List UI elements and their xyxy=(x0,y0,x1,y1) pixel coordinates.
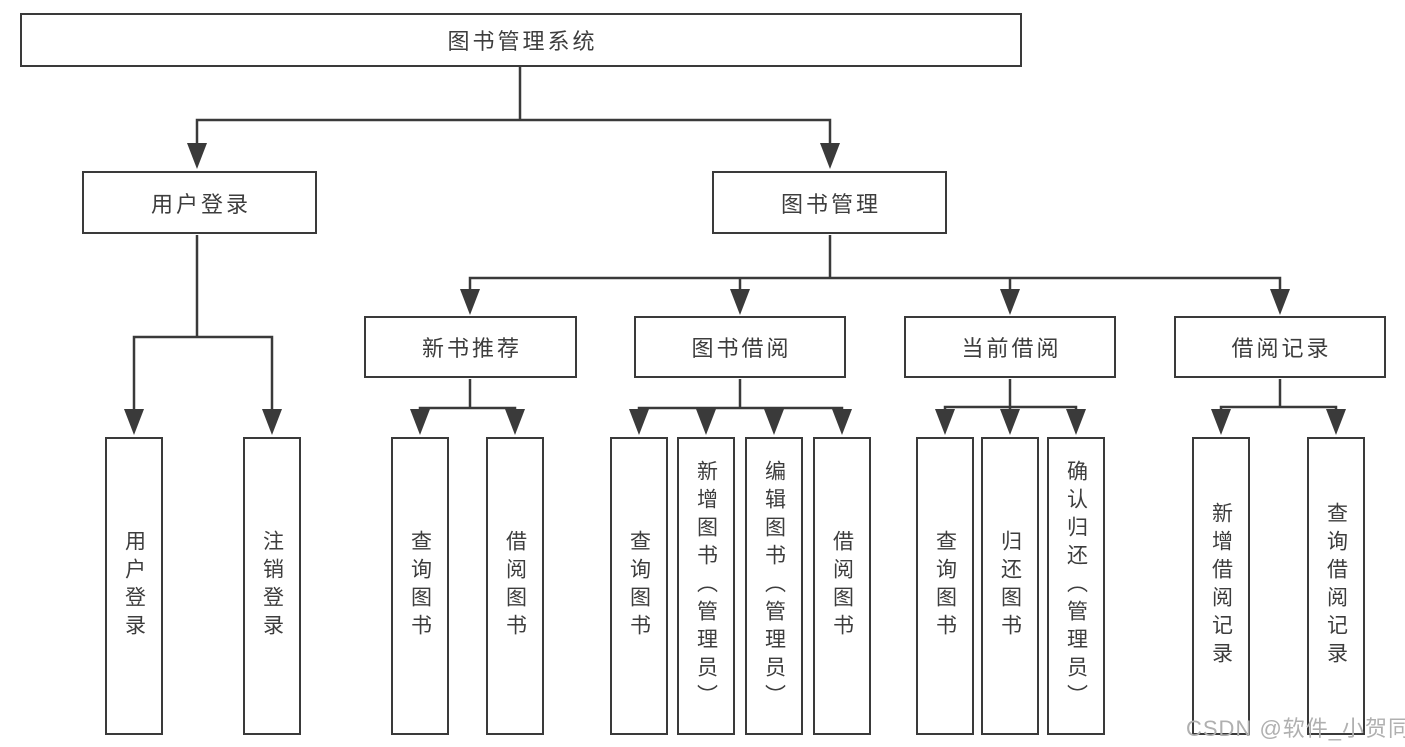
leaf-borrowing-add-books-admin: 新增图书（管理员） xyxy=(677,437,735,735)
leaf-current-return-books: 归还图书 xyxy=(981,437,1039,735)
node-label: 图书借阅 xyxy=(691,336,792,361)
leaf-label: 查询图书 xyxy=(408,530,432,642)
node-book-management: 图书管理 xyxy=(712,171,947,234)
node-new-book-recommend: 新书推荐 xyxy=(364,316,577,378)
leaf-label: 确认归还（管理员） xyxy=(1064,460,1088,712)
leaf-records-add-record: 新增借阅记录 xyxy=(1192,437,1250,735)
leaf-label: 查询借阅记录 xyxy=(1324,502,1348,670)
leaf-label: 用户登录 xyxy=(122,530,146,642)
leaf-borrowing-query-books: 查询图书 xyxy=(610,437,668,735)
leaf-label: 借阅图书 xyxy=(830,530,854,642)
node-label: 新书推荐 xyxy=(421,336,522,361)
leaf-borrowing-borrow-books: 借阅图书 xyxy=(813,437,871,735)
leaf-label: 注销登录 xyxy=(260,530,284,642)
leaf-records-query-record: 查询借阅记录 xyxy=(1307,437,1365,735)
node-library-management-system: 图书管理系统 xyxy=(20,13,1022,67)
node-user-login: 用户登录 xyxy=(82,171,317,234)
leaf-newbook-borrow-books: 借阅图书 xyxy=(486,437,544,735)
node-borrowing-records: 借阅记录 xyxy=(1174,316,1386,378)
csdn-watermark: CSDN @软件_小贺同学 xyxy=(1186,716,1405,741)
leaf-label: 查询图书 xyxy=(933,530,957,642)
leaf-user-login: 用户登录 xyxy=(105,437,163,735)
node-current-borrowing: 当前借阅 xyxy=(904,316,1116,378)
leaf-label: 归还图书 xyxy=(998,530,1022,642)
leaf-label: 编辑图书（管理员） xyxy=(762,460,786,712)
node-label: 图书管理 xyxy=(780,191,881,217)
leaf-label: 借阅图书 xyxy=(503,530,527,642)
leaf-borrowing-edit-books-admin: 编辑图书（管理员） xyxy=(745,437,803,735)
leaf-label: 新增借阅记录 xyxy=(1209,502,1233,670)
node-label: 借阅记录 xyxy=(1231,336,1332,361)
leaf-newbook-query-books: 查询图书 xyxy=(391,437,449,735)
arrowheads xyxy=(124,143,1346,435)
node-label: 用户登录 xyxy=(150,191,251,217)
node-book-borrowing: 图书借阅 xyxy=(634,316,846,378)
leaf-label: 新增图书（管理员） xyxy=(694,460,718,712)
leaf-current-query-books: 查询图书 xyxy=(916,437,974,735)
leaf-label: 查询图书 xyxy=(627,530,651,642)
node-label: 图书管理系统 xyxy=(447,29,598,54)
leaf-logout: 注销登录 xyxy=(243,437,301,735)
leaf-current-confirm-return-admin: 确认归还（管理员） xyxy=(1047,437,1105,735)
node-label: 当前借阅 xyxy=(961,336,1062,361)
